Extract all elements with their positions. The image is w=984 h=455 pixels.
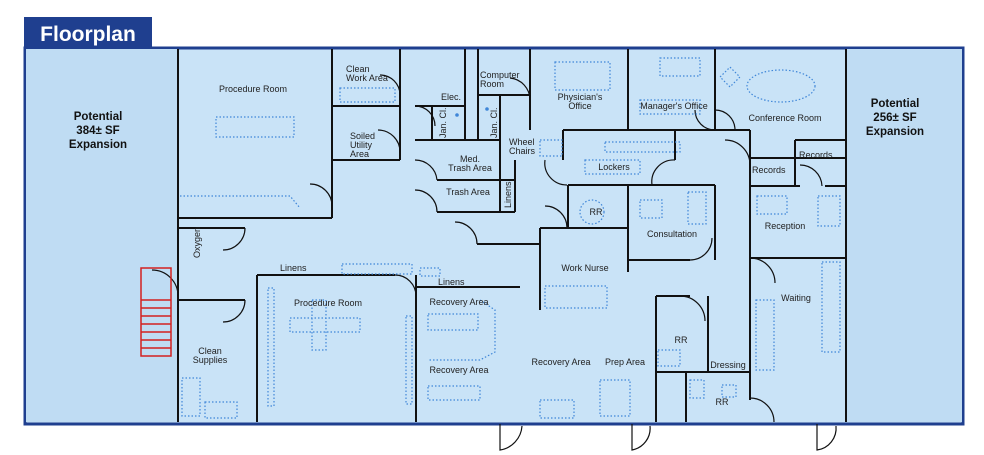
room-clean-work-area-2: Work Area [346, 73, 388, 83]
building-outline [23, 46, 965, 426]
room-oxygen: Oxygen [192, 227, 202, 258]
room-med-trash-2: Trash Area [448, 163, 492, 173]
room-physicians-1: Physician's [558, 92, 603, 102]
room-computer-2: Room [480, 79, 504, 89]
room-lockers: Lockers [598, 162, 630, 172]
room-work-nurse: Work Nurse [561, 263, 608, 273]
room-conference: Conference Room [748, 113, 821, 123]
room-clean-work-area-1: Clean [346, 64, 370, 74]
room-wheel-chairs-1: Wheel [509, 137, 535, 147]
room-recovery-3: Recovery Area [531, 357, 590, 367]
room-procedure-room-bottom: Procedure Room [294, 298, 362, 308]
floorplan-title: Floorplan [24, 17, 152, 52]
room-wheel-chairs-2: Chairs [509, 146, 536, 156]
right-expansion-line-2: 256± SF [873, 112, 916, 124]
room-records-2: Records [799, 150, 833, 160]
room-managers-office: Manager's Office [640, 101, 708, 111]
room-soiled-3: Area [350, 149, 369, 159]
left-expansion-line-2: 384± SF [76, 125, 119, 137]
room-dressing: Dressing [710, 360, 746, 370]
room-jan-cl-2: Jan. Cl. [489, 107, 499, 138]
room-computer-1: Computer [480, 70, 520, 80]
room-clean-supplies-2: Supplies [193, 355, 228, 365]
room-jan-cl-1: Jan. Cl. [438, 107, 448, 138]
furniture [180, 57, 841, 419]
room-reception: Reception [765, 221, 806, 231]
room-linens-1: Linens [280, 263, 307, 273]
left-expansion-line-1: Potential [74, 111, 123, 123]
room-med-trash-1: Med. [460, 154, 480, 164]
room-prep-area: Prep Area [605, 357, 645, 367]
left-expansion-line-3: Expansion [69, 139, 127, 151]
room-soiled-2: Utility [350, 140, 372, 150]
room-linens-2: Linens [438, 277, 465, 287]
room-consultation: Consultation [647, 229, 697, 239]
room-physicians-2: Office [568, 101, 591, 111]
room-elec: Elec. [441, 92, 461, 102]
left-expansion-area [26, 49, 178, 422]
room-recovery-1: Recovery Area [429, 297, 488, 307]
room-rr-3: RR [716, 397, 729, 407]
right-expansion-line-3: Expansion [866, 126, 924, 138]
right-expansion-line-1: Potential [871, 98, 920, 110]
room-clean-supplies-1: Clean [198, 346, 222, 356]
right-expansion-area [846, 49, 962, 422]
walls [151, 49, 847, 423]
room-labels: Procedure Room Clean Work Area Soiled Ut… [192, 64, 833, 407]
room-recovery-2: Recovery Area [429, 365, 488, 375]
room-records-1: Records [752, 165, 786, 175]
room-rr-1: RR [590, 207, 603, 217]
room-linens-vertical: Linens [503, 181, 513, 208]
room-trash-area: Trash Area [446, 187, 490, 197]
exterior-doors [499, 424, 837, 451]
room-waiting: Waiting [781, 293, 811, 303]
stairs [140, 267, 172, 357]
room-procedure-room-top: Procedure Room [219, 84, 287, 94]
room-rr-2: RR [675, 335, 688, 345]
room-soiled-1: Soiled [350, 131, 375, 141]
